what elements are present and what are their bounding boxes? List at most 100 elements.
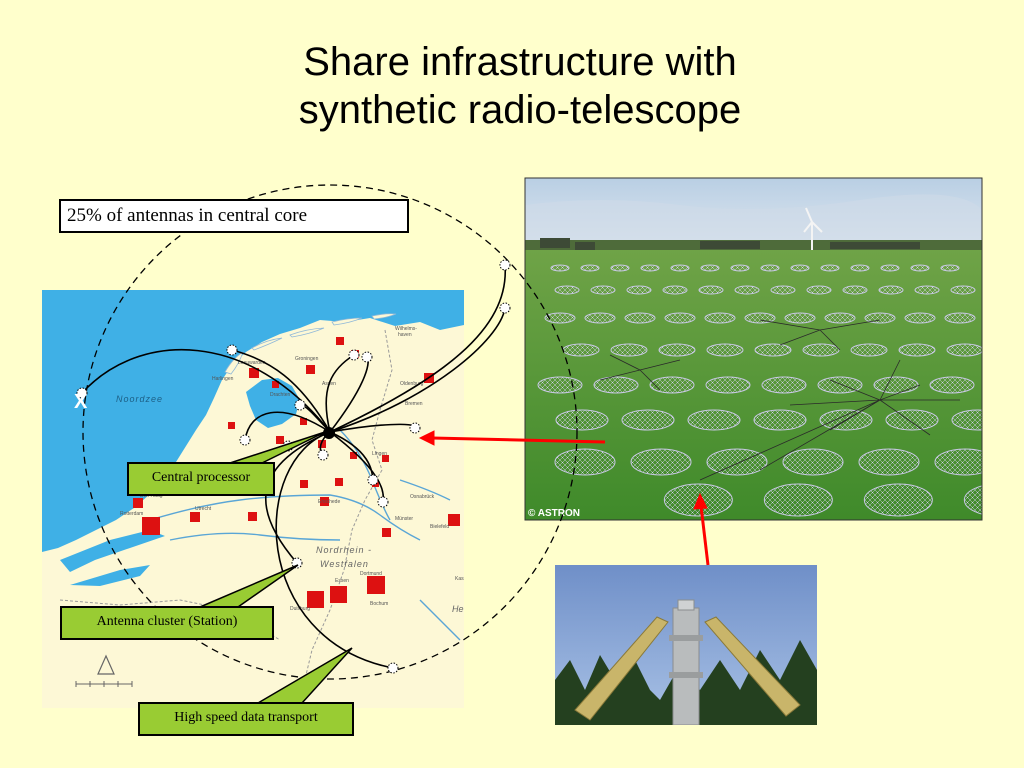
antenna-dish: [863, 483, 933, 517]
antenna-dish: [554, 448, 616, 476]
photo1-frame: [524, 177, 983, 521]
slide-title: Share infrastructure with synthetic radi…: [230, 38, 810, 134]
antenna-dish: [784, 312, 816, 324]
antenna-dish: [753, 409, 807, 431]
scale-bar: [75, 681, 133, 687]
antenna-dish: [662, 285, 688, 295]
antenna-dish: [910, 264, 930, 272]
ijsselmeer: [246, 378, 300, 428]
antenna-dish: [790, 264, 810, 272]
dipole-arms: [574, 616, 801, 721]
svg-text:Harlingen: Harlingen: [212, 376, 234, 382]
antenna-dish: [761, 376, 807, 394]
station-marker: [499, 259, 511, 271]
antenna-dish: [658, 343, 696, 357]
antenna-dish: [706, 448, 768, 476]
antenna-to-field-arrow-head: [693, 492, 708, 510]
region-label-2: Westfalen: [320, 559, 369, 569]
antenna-dish: [914, 285, 940, 295]
station-marker: [317, 449, 329, 461]
svg-text:Lingen: Lingen: [372, 451, 387, 457]
antenna-dish: [670, 264, 690, 272]
station-marker: [387, 662, 399, 674]
data-links: [81, 264, 506, 669]
central-processor-text: Central processor: [151, 470, 251, 485]
svg-text:Essen: Essen: [335, 578, 349, 584]
antenna-closeup-photo: [555, 565, 817, 725]
svg-text:Leeuwarden: Leeuwarden: [238, 360, 266, 366]
antenna-dish: [873, 376, 919, 394]
antenna-dish: [584, 312, 616, 324]
antenna-field-photo: © ASTRON: [525, 178, 982, 520]
svg-text:Münster: Münster: [395, 516, 413, 522]
svg-text:Oldenburg: Oldenburg: [400, 381, 424, 387]
antenna-dish: [590, 285, 616, 295]
antenna-dish: [770, 285, 796, 295]
station-markers: [76, 259, 511, 674]
antenna-dish: [850, 343, 888, 357]
wind-turbine: [803, 207, 823, 252]
antenna-dish: [864, 312, 896, 324]
antenna-dish: [820, 264, 840, 272]
wadden-islands: [224, 313, 397, 375]
antenna-dish: [664, 312, 696, 324]
red-arrows: [418, 430, 710, 566]
antenna-dish: [630, 448, 692, 476]
antenna-dish: [610, 343, 648, 357]
antenna-dish: [880, 264, 900, 272]
antenna-dish: [698, 285, 724, 295]
antenna-dish: [621, 409, 675, 431]
antenna-dish: [640, 264, 660, 272]
sea-label: Noordzee: [116, 394, 163, 404]
station-marker: [294, 399, 306, 411]
station-marker: [348, 349, 360, 361]
antenna-dish: [555, 409, 609, 431]
antenna-dish: [950, 285, 976, 295]
antenna-dish: [734, 285, 760, 295]
antenna-dish: [763, 483, 833, 517]
antenna-dish: [878, 285, 904, 295]
svg-text:haven: haven: [398, 332, 412, 338]
antenna-dish: [944, 312, 976, 324]
antenna-dish: [580, 264, 600, 272]
central-processor-node: [323, 427, 335, 439]
svg-text:Bremen: Bremen: [405, 401, 423, 407]
antenna-dish: [782, 448, 844, 476]
core-note-text: 25% of antennas in central core: [67, 205, 308, 226]
antenna-dish: [842, 285, 868, 295]
antenna-dish: [802, 343, 840, 357]
svg-text:Rotterdam: Rotterdam: [120, 511, 143, 517]
station-marker: [409, 422, 421, 434]
dish-array: [537, 264, 982, 517]
city-markers: [133, 337, 460, 608]
field-to-map-arrow-head: [418, 430, 435, 446]
station-marker: [499, 302, 511, 314]
antenna-dish: [951, 409, 982, 431]
antenna-dish: [706, 343, 744, 357]
antenna-dish: [704, 312, 736, 324]
svg-text:Groningen: Groningen: [295, 356, 319, 362]
antenna-cluster-label: Antenna cluster (Station): [60, 606, 274, 640]
antenna-dish: [626, 285, 652, 295]
antenna-dish: [754, 343, 792, 357]
core-note-box: 25% of antennas in central core: [59, 199, 409, 233]
edge-label: He: [452, 604, 464, 614]
svg-text:Den Haag: Den Haag: [140, 493, 163, 499]
svg-text:Dortmund: Dortmund: [360, 571, 382, 577]
dish-cables: [599, 319, 960, 481]
netherlands-map: Wilhelms-haven Leeuwarden Groningen Olden…: [42, 290, 464, 708]
antenna-dish: [562, 343, 600, 357]
antenna-dish: [940, 264, 960, 272]
farm-buildings: [540, 238, 920, 250]
antenna-dish: [700, 264, 720, 272]
coverage-circle: [82, 184, 578, 680]
antenna-dish: [537, 376, 583, 394]
antenna-dish: [744, 312, 776, 324]
station-marker: [377, 496, 389, 508]
antenna-to-field-arrow: [699, 505, 710, 566]
antenna-dish: [885, 409, 939, 431]
antenna-dish: [858, 448, 920, 476]
antenna-dish: [929, 376, 975, 394]
svg-text:Wilhelms-: Wilhelms-: [395, 326, 417, 332]
